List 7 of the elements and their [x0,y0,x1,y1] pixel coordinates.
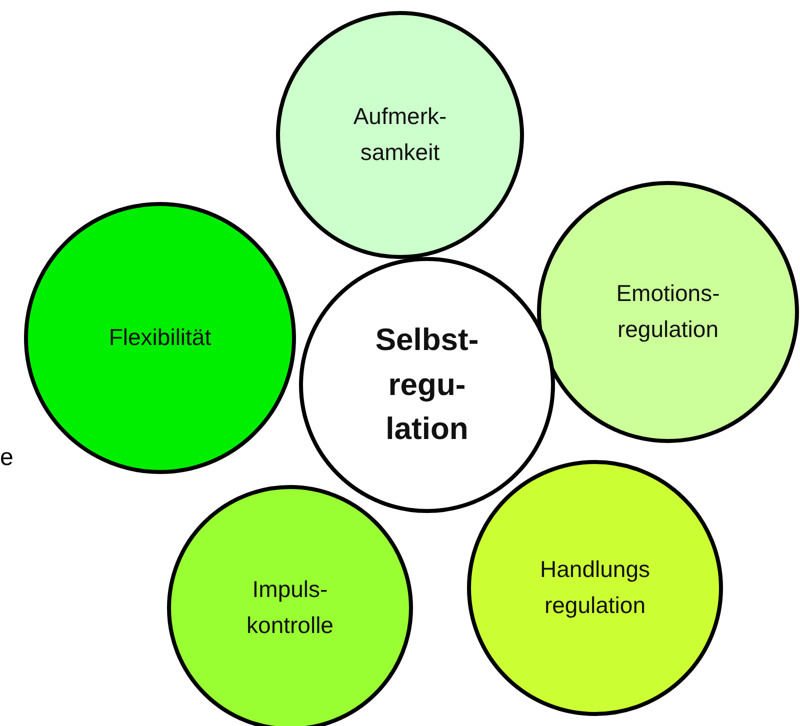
text-fragment: e [0,444,14,472]
circle-label: Handlungs regulation [540,555,650,620]
circle-label: Selbst- regu- lation [375,320,479,448]
circle-label: Flexibilität [108,323,212,352]
circle-label: Aufmerk- samkeit [353,102,447,167]
circle-label: Emotions- regulation [616,279,720,344]
circle-label: Impuls- kontrolle [246,575,334,640]
